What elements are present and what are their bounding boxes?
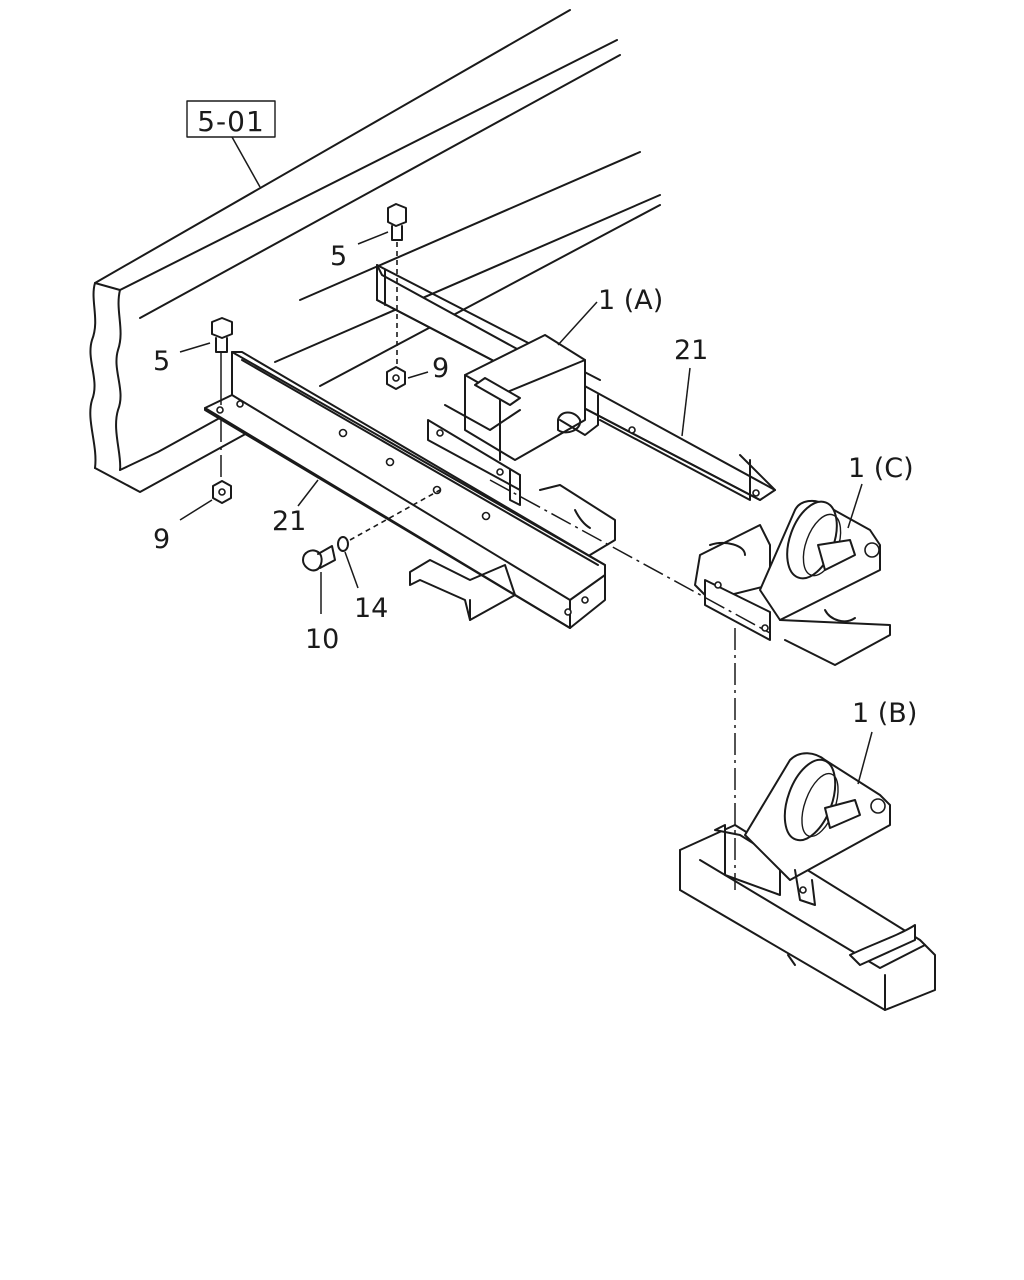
callout-washer-leader bbox=[344, 551, 359, 589]
callout-washer: 14 bbox=[344, 551, 388, 624]
callout-rail-upper-leader bbox=[681, 367, 691, 437]
callout-nut-lower-leader bbox=[179, 499, 213, 521]
callout-nut-upper-leader bbox=[407, 371, 429, 379]
callout-bolt-small-text: 10 bbox=[305, 624, 339, 655]
bracket-assembly-c bbox=[694, 499, 891, 666]
reference-box: 5-01 bbox=[186, 100, 276, 188]
callout-bolt-left-text: 5 bbox=[153, 346, 170, 377]
reference-box-frame bbox=[186, 100, 276, 138]
nut-upper bbox=[386, 366, 406, 390]
callout-rail-lower-text: 21 bbox=[272, 506, 306, 537]
bracket-assembly-a bbox=[409, 334, 616, 621]
callout-bolt-upper: 5 bbox=[330, 231, 389, 272]
callout-bracket-c-leader bbox=[847, 483, 863, 529]
callout-rail-upper-text: 21 bbox=[674, 335, 708, 366]
nut-lower bbox=[212, 480, 232, 504]
callout-nut-lower-text: 9 bbox=[153, 524, 170, 555]
bolt-left bbox=[211, 317, 233, 478]
callout-rail-lower: 21 bbox=[272, 479, 319, 537]
callout-bracket-a-text: 1 (A) bbox=[598, 285, 663, 316]
callout-bolt-left: 5 bbox=[153, 342, 211, 377]
callout-rail-lower-leader bbox=[297, 479, 319, 507]
washer bbox=[337, 489, 441, 552]
reference-label: 5-01 bbox=[197, 105, 265, 138]
bracket-assembly-b bbox=[679, 752, 936, 1011]
callout-bracket-b: 1 (B) bbox=[852, 698, 917, 785]
callout-bolt-upper-leader bbox=[357, 231, 389, 245]
callout-bracket-a: 1 (A) bbox=[557, 285, 663, 346]
callout-bracket-c-text: 1 (C) bbox=[848, 453, 914, 484]
callout-bolt-small: 10 bbox=[305, 572, 339, 655]
assembly-centerline-horizontal bbox=[489, 479, 771, 634]
callout-rail-upper: 21 bbox=[674, 335, 708, 437]
callout-bracket-b-text: 1 (B) bbox=[852, 698, 917, 729]
callout-bolt-upper-text: 5 bbox=[330, 241, 347, 272]
callout-washer-text: 14 bbox=[354, 593, 388, 624]
lower-rail bbox=[204, 351, 606, 629]
callout-nut-lower: 9 bbox=[153, 499, 213, 555]
callout-nut-upper: 9 bbox=[407, 353, 449, 384]
callout-bracket-c: 1 (C) bbox=[847, 453, 914, 529]
callout-bracket-b-leader bbox=[857, 731, 873, 785]
bolt-small bbox=[302, 545, 336, 572]
callout-bolt-left-leader bbox=[179, 342, 211, 353]
callout-nut-upper-text: 9 bbox=[432, 353, 449, 384]
bolt-upper bbox=[387, 203, 407, 370]
frame-rail bbox=[89, 9, 661, 493]
reference-leader bbox=[231, 136, 261, 188]
callout-bracket-a-leader bbox=[557, 301, 598, 346]
